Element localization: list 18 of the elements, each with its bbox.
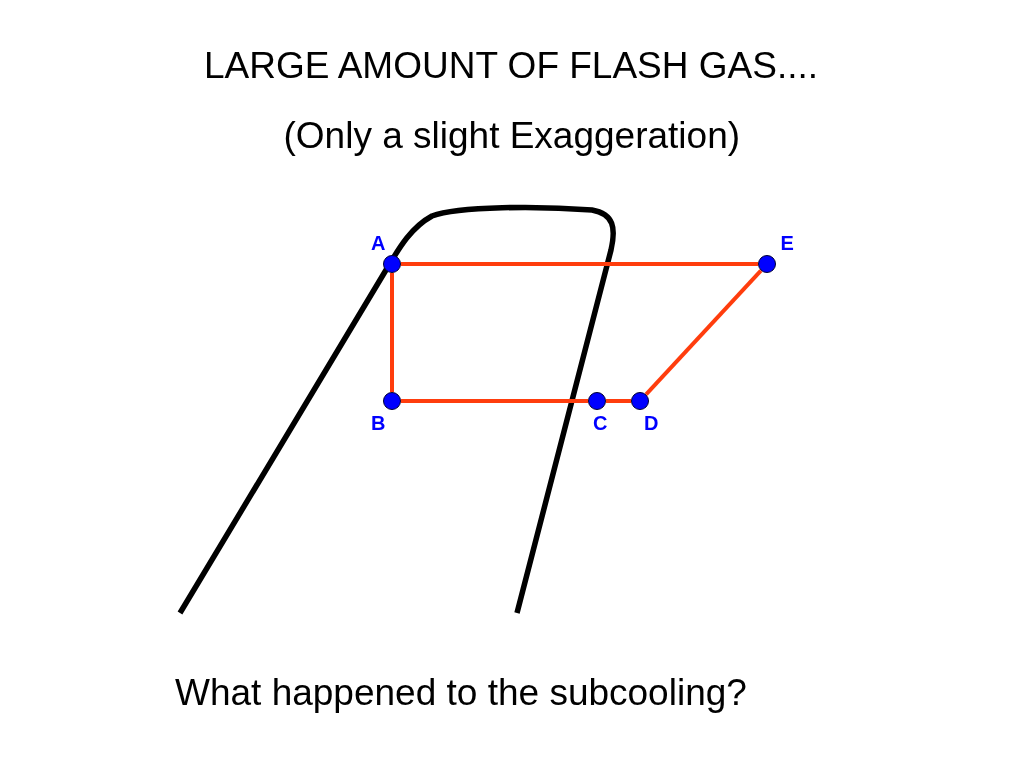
state-point-dot (383, 255, 401, 273)
question-text: What happened to the subcooling? (175, 672, 747, 714)
process-line (401, 262, 758, 266)
point-label: E (780, 233, 794, 253)
point-label: A (371, 233, 386, 253)
process-line (644, 269, 763, 396)
process-line (401, 399, 588, 403)
point-label: D (644, 413, 659, 433)
title: LARGE AMOUNT OF FLASH GAS.... (204, 45, 819, 87)
point-label: B (371, 413, 386, 433)
state-point-dot (631, 392, 649, 410)
state-point-dot (383, 392, 401, 410)
process-line (606, 399, 631, 403)
subtitle: (Only a slight Exaggeration) (283, 115, 741, 157)
state-point-dot (758, 255, 776, 273)
state-point-dot (588, 392, 606, 410)
process-line (390, 273, 394, 392)
point-label: C (593, 413, 608, 433)
